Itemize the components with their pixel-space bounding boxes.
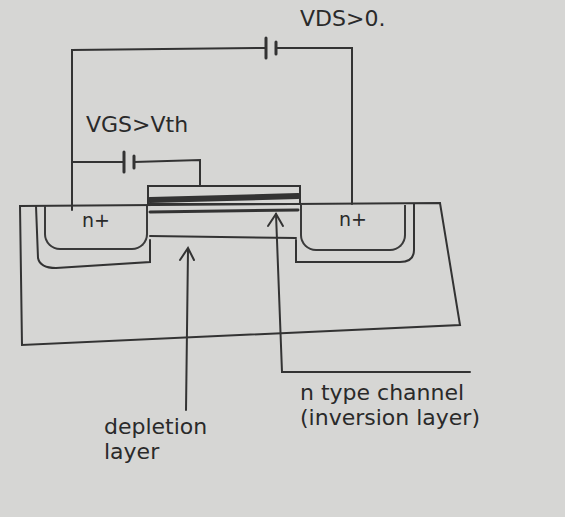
wire bbox=[72, 162, 124, 210]
wire bbox=[72, 48, 266, 162]
depletion-outline bbox=[36, 206, 150, 268]
depletion-layer bbox=[150, 236, 296, 238]
inversion-channel bbox=[150, 210, 298, 212]
callout-text: depletion layer bbox=[104, 414, 264, 465]
arrow-head bbox=[180, 248, 194, 260]
region-label: n+ bbox=[82, 210, 110, 231]
arrow-head bbox=[268, 214, 283, 226]
p-substrate bbox=[20, 203, 460, 345]
voltage-label: VDS>0. bbox=[300, 6, 385, 31]
voltage-label: VGS>Vth bbox=[86, 112, 188, 137]
depletion-outline bbox=[296, 204, 414, 262]
leader-line bbox=[276, 214, 470, 372]
n-plus-region: n+ bbox=[44, 206, 148, 250]
battery-symbol bbox=[124, 152, 134, 172]
battery-symbol bbox=[266, 38, 276, 58]
wire bbox=[276, 48, 352, 204]
wire bbox=[134, 160, 200, 186]
gate-oxide bbox=[148, 186, 300, 204]
leader-line bbox=[186, 250, 188, 410]
gate-metal bbox=[150, 196, 298, 200]
region-label: n+ bbox=[339, 209, 367, 230]
callout-text: n type channel (inversion layer) bbox=[300, 380, 530, 431]
n-plus-region: n+ bbox=[300, 205, 406, 251]
